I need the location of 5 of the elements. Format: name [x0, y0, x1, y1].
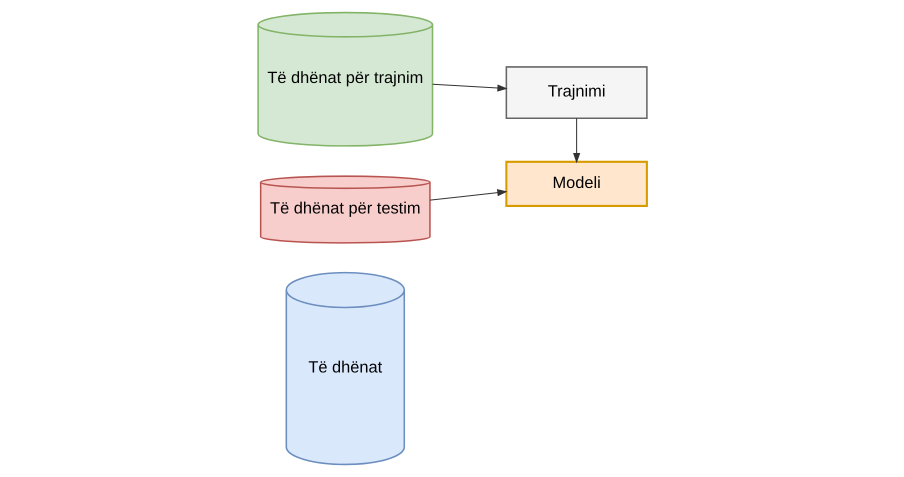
arrow [432, 84, 508, 92]
arrow [572, 118, 580, 164]
node-box: Trajnimi [505, 66, 648, 119]
node-box: Modeli [504, 160, 648, 207]
arrow [430, 189, 508, 201]
